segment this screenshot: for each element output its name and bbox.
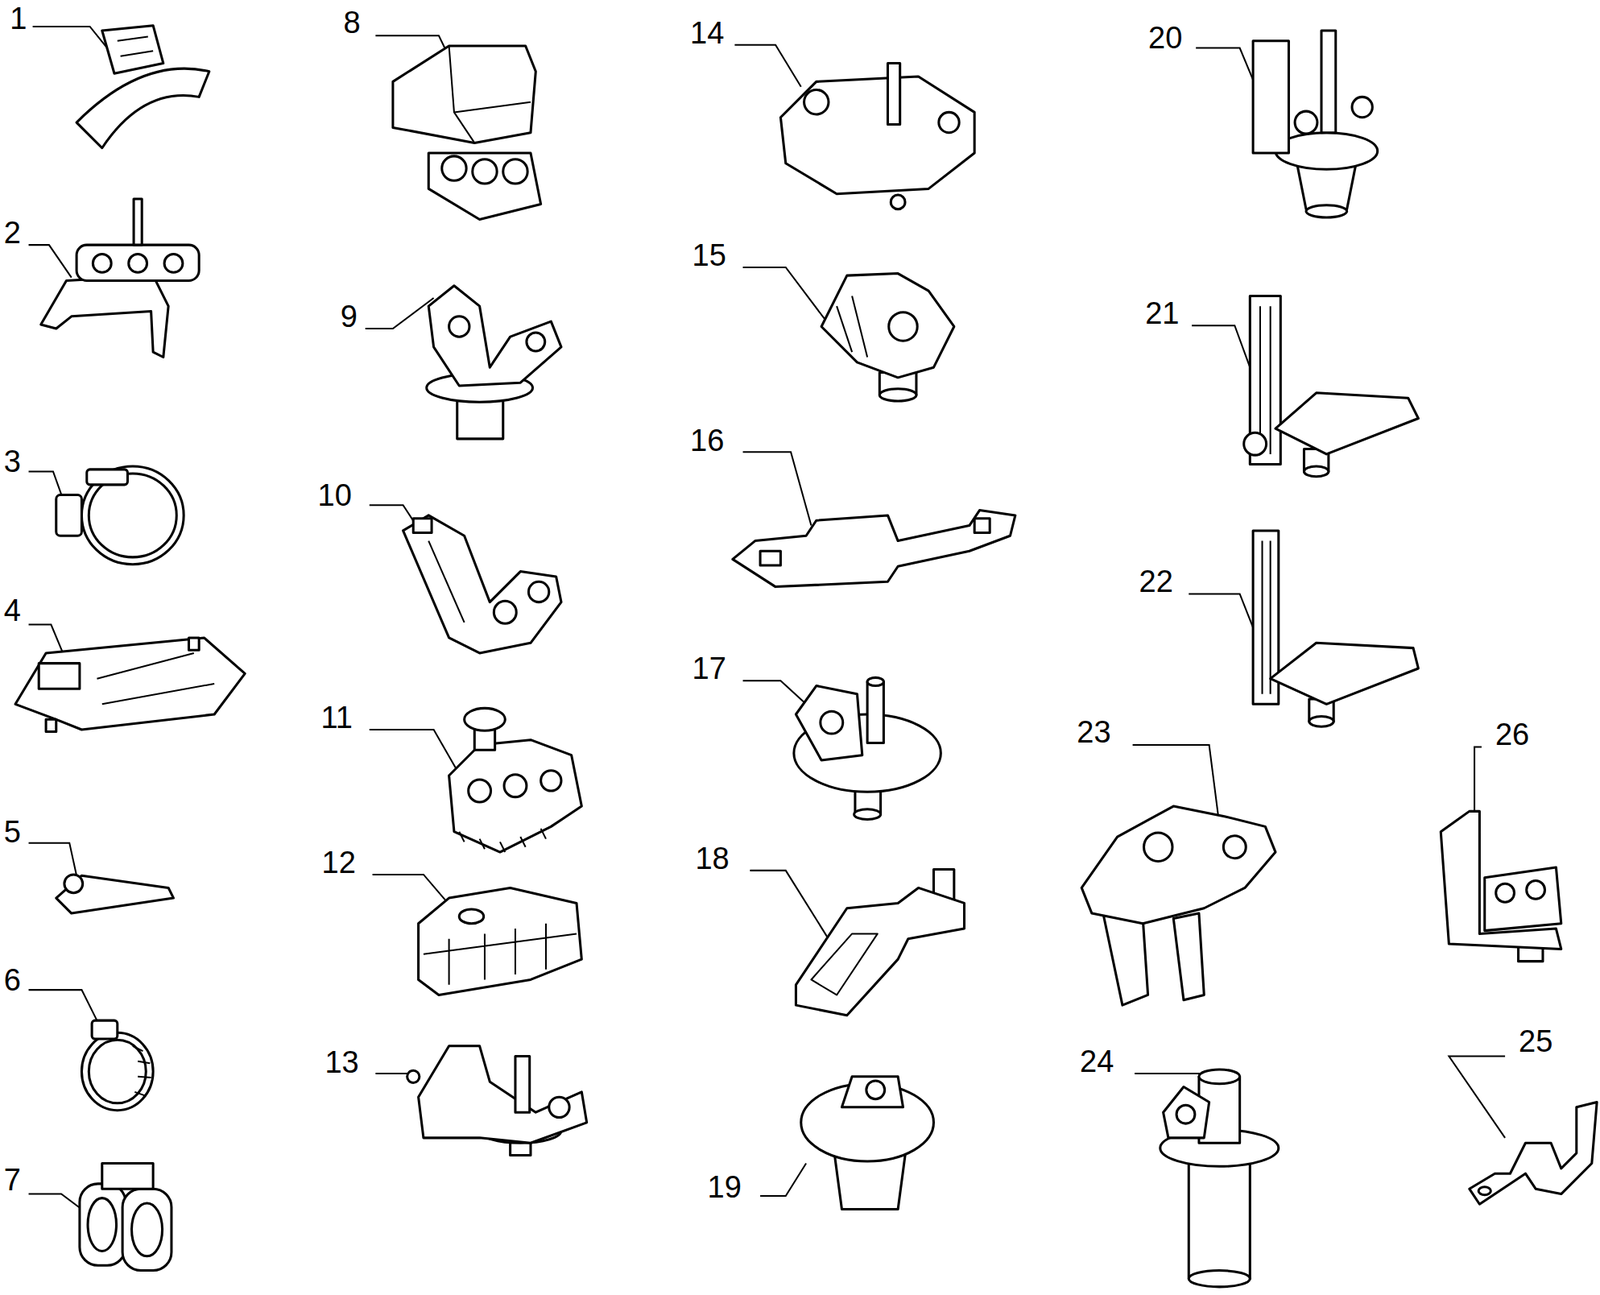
callout-number: 20 xyxy=(1145,21,1185,54)
clip-part xyxy=(392,45,542,220)
callout-number: 8 xyxy=(341,6,364,39)
callout-number: 1 xyxy=(7,2,29,35)
callout-number: 2 xyxy=(1,216,24,249)
bracket-part xyxy=(15,637,245,732)
bracket-part xyxy=(795,869,964,1016)
callout-number: 16 xyxy=(687,424,727,457)
callout-number: 19 xyxy=(705,1170,745,1204)
callout-number: 11 xyxy=(318,701,355,734)
callout-number: 18 xyxy=(692,842,732,875)
callout-number: 10 xyxy=(315,479,355,512)
callout-number: 22 xyxy=(1136,565,1176,598)
callout-number: 26 xyxy=(1492,718,1532,751)
clamp-part xyxy=(56,466,184,565)
callout-number: 25 xyxy=(1516,1025,1555,1058)
clip-part xyxy=(56,874,174,914)
clip-part xyxy=(426,285,562,439)
clip-part xyxy=(403,515,562,654)
callout-number: 24 xyxy=(1077,1045,1117,1078)
clip-part xyxy=(1160,1069,1279,1287)
bracket-part xyxy=(732,510,1016,588)
leader-lines xyxy=(28,26,1506,1210)
clamp-part xyxy=(81,1020,153,1111)
clip-part xyxy=(449,707,583,852)
clip-part xyxy=(1081,806,1276,1005)
bracket-part xyxy=(1469,1102,1597,1205)
clip-part xyxy=(76,25,210,149)
callout-number: 23 xyxy=(1074,715,1113,749)
callout-number: 7 xyxy=(1,1163,24,1196)
clip-part xyxy=(1244,295,1419,476)
clip-part xyxy=(1252,30,1378,218)
clip-part xyxy=(79,1163,172,1271)
callout-number: 15 xyxy=(690,239,729,272)
callout-number: 14 xyxy=(687,16,727,50)
callout-number: 17 xyxy=(690,652,729,685)
callout-number: 12 xyxy=(319,846,359,879)
clip-part xyxy=(418,887,583,995)
callout-number: 9 xyxy=(338,300,360,333)
clip-part xyxy=(793,677,941,819)
callout-number: 3 xyxy=(1,445,24,478)
clip-part xyxy=(1440,810,1562,961)
callout-number: 5 xyxy=(1,815,24,848)
clip-part xyxy=(821,273,955,402)
clip-part xyxy=(780,63,975,210)
clip-part xyxy=(1252,530,1419,727)
callout-number: 4 xyxy=(1,594,24,627)
callout-number: 13 xyxy=(322,1045,361,1079)
clip-part xyxy=(41,198,199,357)
clip-part xyxy=(407,1045,588,1156)
callout-number: 21 xyxy=(1142,297,1182,330)
clip-part xyxy=(801,1076,935,1210)
callout-number: 6 xyxy=(1,963,24,997)
